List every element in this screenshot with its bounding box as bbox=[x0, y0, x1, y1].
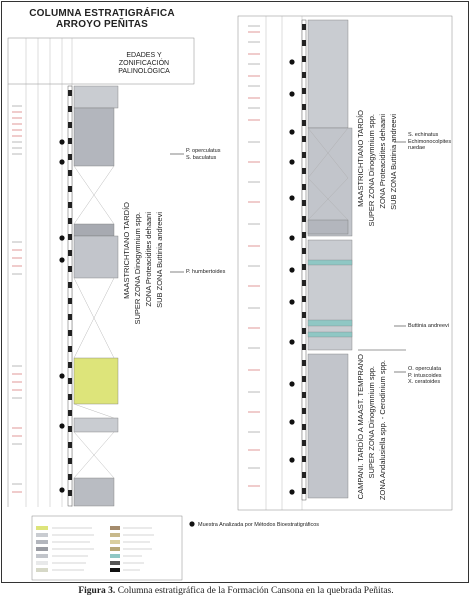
caption-text: Columna estratigráfica de la Formación C… bbox=[115, 586, 394, 596]
figure-caption: Figura 3. Columna estratigráfica de la F… bbox=[0, 586, 472, 596]
column-title-line2: ARROYO PEÑITAS bbox=[55, 19, 149, 30]
right-scale-ticks bbox=[302, 24, 306, 494]
right-upper-subzone: SUB ZONA Buttinia andreevi bbox=[389, 114, 398, 210]
right-lower-superzone: SUPER ZONA Dinogymnium spp. bbox=[367, 366, 376, 479]
left-sample-labels bbox=[12, 111, 22, 493]
legend-sample-note: Muestra Analizada por Métodos Bioestrati… bbox=[198, 522, 320, 528]
left-litho-5 bbox=[73, 417, 119, 433]
annot-right-c-1: O. operculata bbox=[408, 366, 442, 372]
left-zonation-age: MAASTRICHTIANO TARDÍO bbox=[122, 202, 131, 299]
annot-right-c-2: P. intuscoides bbox=[408, 372, 442, 379]
left-litho-yellow bbox=[73, 357, 119, 405]
right-litho-mid bbox=[307, 127, 353, 237]
right-litho-teal-2 bbox=[307, 319, 353, 327]
right-covered-lines bbox=[307, 127, 349, 221]
annot-left-b: P. humbertoides bbox=[186, 269, 226, 275]
right-litho-b bbox=[307, 239, 353, 351]
legend-sample-dot bbox=[189, 521, 195, 527]
right-sample-dots bbox=[289, 59, 295, 495]
right-litho-teal-1 bbox=[307, 259, 353, 266]
left-zonation-superzone: SUPER ZONA Dinogymnium spp. bbox=[133, 212, 142, 325]
right-frame bbox=[237, 15, 453, 511]
column-title: COLUMNA ESTRATIGRÁFICA ARROYO PEÑITAS bbox=[12, 8, 192, 30]
right-sample-labels bbox=[248, 31, 260, 487]
figure-frame: COLUMNA ESTRATIGRÁFICA ARROYO PEÑITAS bbox=[1, 1, 469, 583]
right-litho-teal-3 bbox=[307, 331, 353, 338]
legend-box bbox=[31, 515, 183, 581]
left-litho-3 bbox=[73, 223, 115, 237]
annot-left-a-2: S. baculatus bbox=[186, 154, 217, 161]
right-lower-zone: ZONA Andalusiella spp. - Cerodinium spp. bbox=[378, 360, 387, 501]
left-zonation-zone: ZONA Proteacidites dehaani bbox=[144, 212, 153, 307]
right-upper-superzone: SUPER ZONA Dinogymnium spp. bbox=[367, 114, 376, 227]
left-header-box bbox=[7, 37, 195, 85]
right-upper-age: MAASTRICHTIANO TARDÍO bbox=[356, 110, 365, 207]
left-litho-2 bbox=[73, 107, 115, 167]
annot-right-b: Buttinia andreevi bbox=[408, 323, 449, 329]
left-litho-1 bbox=[73, 85, 119, 109]
annot-left-a: P. operculatus S. baculatus bbox=[186, 148, 220, 161]
left-covered-lines bbox=[73, 165, 115, 479]
right-litho-c bbox=[307, 353, 349, 499]
column-title-line1: COLUMNA ESTRATIGRÁFICA bbox=[29, 8, 175, 19]
annot-right-c-3: X. ceratoides bbox=[408, 379, 441, 385]
left-litho-6 bbox=[73, 477, 115, 507]
zonation-header: EDADES Y ZONIFICACIÓN PALINOLÓGICA bbox=[118, 52, 170, 75]
right-litho-top bbox=[307, 19, 349, 129]
legend-swatches bbox=[36, 526, 120, 572]
annot-right-a-1: S. echinatus bbox=[408, 132, 439, 138]
right-upper-zone: ZONA Proteacidites dehaani bbox=[378, 114, 387, 209]
annot-right-a-3: ruedae bbox=[408, 145, 426, 151]
right-lower-age: CAMPANI. TARDÍO A MAAST. TEMPRANO bbox=[356, 354, 365, 500]
annot-right-a-2: Echimonocolpites bbox=[408, 138, 452, 145]
annot-right-c: O. operculata P. intuscoides X. ceratoid… bbox=[408, 366, 442, 386]
stratigraphic-diagram bbox=[7, 15, 453, 581]
caption-label: Figura 3. bbox=[78, 586, 116, 596]
left-zonation-subzone: SUB ZONA Buttinia andreevi bbox=[155, 212, 164, 308]
left-scale-ticks bbox=[68, 90, 72, 496]
right-litho-a bbox=[307, 219, 349, 235]
annot-left-a-1: P. operculatus bbox=[186, 148, 221, 154]
left-sample-dots bbox=[59, 139, 65, 493]
annot-right-a: S. echinatus Echimonocolpites ruedae bbox=[408, 132, 451, 152]
left-litho-4 bbox=[73, 235, 119, 279]
